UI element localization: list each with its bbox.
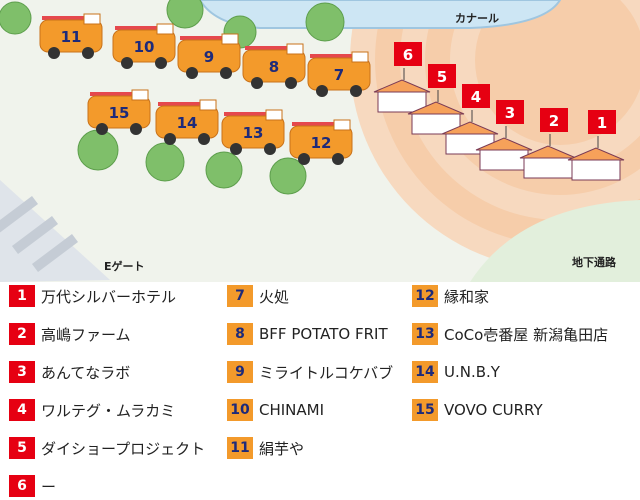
- tent-5: 5: [407, 64, 465, 135]
- legend-number: 4: [9, 399, 35, 421]
- legend-number: 3: [9, 361, 35, 383]
- tree: [77, 129, 119, 171]
- tent-4: 4: [441, 84, 499, 155]
- legend-item-7: 7 火処: [227, 285, 289, 307]
- legend-number: 6: [9, 475, 35, 497]
- truck-number: 12: [311, 134, 332, 152]
- legend-item-8: 8 BFF POTATO FRIT: [227, 323, 388, 345]
- legend-vendor-name: 高嶋ファーム: [41, 325, 131, 344]
- food-truck-14: 14: [155, 99, 219, 145]
- legend-vendor-name: ワルテグ・ムラカミ: [41, 401, 176, 420]
- legend-number: 12: [412, 285, 438, 307]
- legend-number: 1: [9, 285, 35, 307]
- gate-label: Eゲート: [104, 259, 145, 273]
- legend-number: 2: [9, 323, 35, 345]
- legend-vendor-name: ミライトルコケバブ: [259, 363, 394, 382]
- tent-6: 6: [373, 42, 431, 113]
- legend-number: 5: [9, 437, 35, 459]
- legend-vendor-name: U.N.B.Y: [444, 363, 500, 381]
- food-truck-15: 15: [87, 89, 151, 135]
- tent-number: 1: [597, 114, 607, 132]
- canal-label: カナール: [455, 12, 499, 25]
- legend-vendor-name: ー: [41, 477, 57, 496]
- truck-number: 10: [134, 38, 155, 56]
- legend-item-14: 14 U.N.B.Y: [412, 361, 500, 383]
- tent-number: 5: [437, 68, 447, 86]
- truck-number: 11: [61, 28, 82, 46]
- legend-item-4: 4 ワルテグ・ムラカミ: [9, 399, 175, 421]
- truck-number: 13: [243, 124, 264, 142]
- tree: [166, 0, 204, 29]
- legend-vendor-name: BFF POTATO FRIT: [259, 325, 388, 343]
- legend-vendor-name: ダイショープロジェクト: [41, 439, 206, 458]
- food-truck-8: 8: [242, 43, 306, 89]
- legend-vendor-name: CHINAMI: [259, 401, 325, 419]
- truck-number: 9: [204, 48, 214, 66]
- tent-3: 3: [475, 100, 533, 171]
- legend-item-10: 10 CHINAMI: [227, 399, 324, 421]
- lawn: [470, 200, 640, 282]
- legend-number: 8: [227, 323, 253, 345]
- tree: [205, 151, 243, 189]
- food-truck-13: 13: [221, 109, 285, 155]
- legend-item-12: 12 縁和家: [412, 285, 489, 307]
- food-truck-9: 9: [177, 33, 241, 79]
- legend-number: 11: [227, 437, 253, 459]
- legend-item-9: 9 ミライトルコケバブ: [227, 361, 393, 383]
- tent-number: 3: [505, 104, 515, 122]
- truck-number: 14: [177, 114, 198, 132]
- truck-number: 15: [109, 104, 130, 122]
- walkway-stripes: [0, 196, 78, 272]
- legend-item-15: 15 VOVO CURRY: [412, 399, 543, 421]
- legend-item-13: 13 CoCo壱番屋 新潟亀田店: [412, 323, 608, 345]
- tree: [269, 157, 307, 195]
- tent-number: 6: [403, 46, 413, 64]
- legend-vendor-name: 万代シルバーホテル: [41, 287, 177, 306]
- legend-number: 10: [227, 399, 253, 421]
- legend-number: 13: [412, 323, 438, 345]
- legend-item-5: 5 ダイショープロジェクト: [9, 437, 205, 459]
- tent-1: 1: [567, 110, 625, 181]
- tree: [145, 142, 185, 182]
- food-truck-10: 10: [112, 23, 176, 69]
- legend-vendor-name: VOVO CURRY: [444, 401, 543, 419]
- legend-number: 9: [227, 361, 253, 383]
- legend-number: 14: [412, 361, 438, 383]
- legend-number: 15: [412, 399, 438, 421]
- food-truck-11: 11: [39, 13, 103, 59]
- venue-map: 11 10 9 8 7 15 14 13 12 6 5 4 3 2 1 カナール Eゲート 地下通路: [0, 0, 640, 282]
- legend-vendor-name: 絹芋や: [259, 439, 305, 458]
- tent-number: 2: [549, 112, 559, 130]
- food-truck-12: 12: [289, 119, 353, 165]
- legend-vendor-name: CoCo壱番屋 新潟亀田店: [444, 325, 609, 344]
- legend-item-3: 3 あんてなラボ: [9, 361, 130, 383]
- tents: 6 5 4 3 2 1: [373, 42, 625, 181]
- underpass-label: 地下通路: [572, 255, 617, 269]
- legend-item-2: 2 高嶋ファーム: [9, 323, 131, 345]
- legend-number: 7: [227, 285, 253, 307]
- tent-number: 4: [471, 88, 481, 106]
- legend-vendor-name: 縁和家: [444, 287, 490, 306]
- legend-item-1: 1 万代シルバーホテル: [9, 285, 176, 307]
- truck-number: 8: [269, 58, 279, 76]
- food-trucks: 11 10 9 8 7 15 14 13 12: [39, 13, 371, 165]
- tent-2: 2: [519, 108, 577, 179]
- food-truck-7: 7: [307, 51, 371, 97]
- trees: [0, 0, 345, 195]
- canal-water: [198, 0, 562, 29]
- tree: [0, 1, 32, 35]
- tree: [305, 2, 345, 42]
- truck-number: 7: [334, 66, 344, 84]
- legend-vendor-name: 火処: [259, 287, 290, 306]
- vendor-legend: 1 万代シルバーホテル 2 高嶋ファーム 3 あんてなラボ 4 ワルテグ・ムラカミ 5 ダイショー…: [0, 282, 640, 500]
- legend-item-11: 11 絹芋や: [227, 437, 304, 459]
- legend-vendor-name: あんてなラボ: [41, 363, 131, 382]
